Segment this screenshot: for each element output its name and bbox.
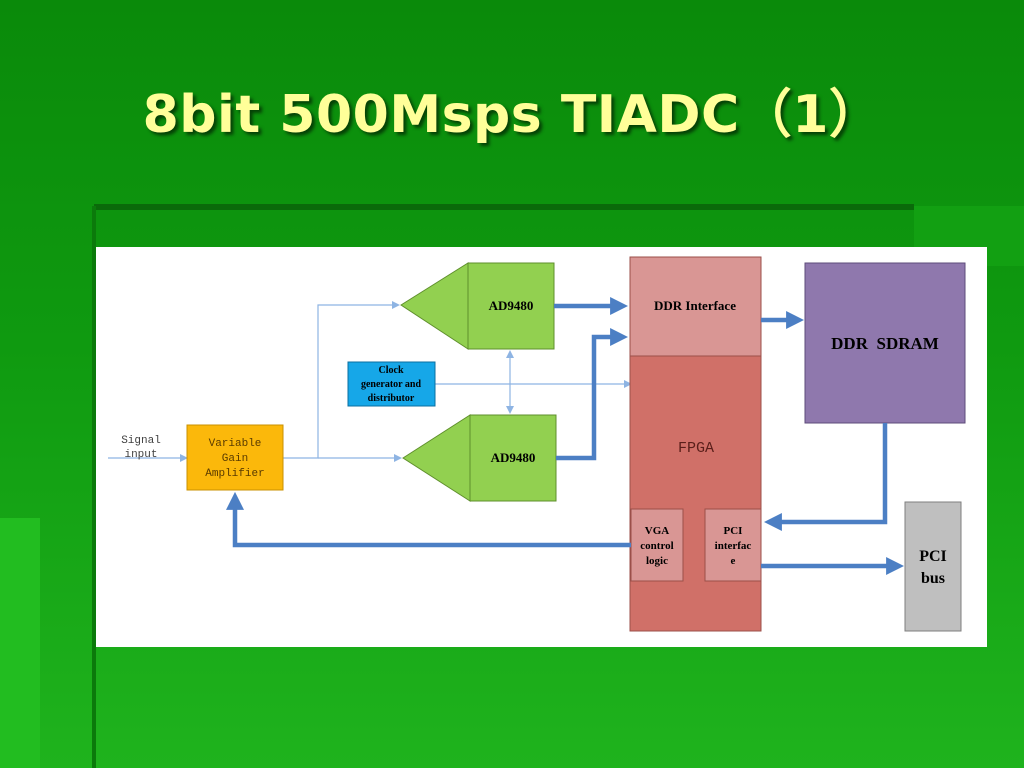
signal-input-label-1: Signal: [121, 435, 161, 447]
pci-interface-block: [704, 508, 762, 582]
clock-label-1: Clock: [379, 365, 404, 376]
vga-label-1: Variable: [209, 438, 262, 450]
sdram-to-pci-interface-arrow: [763, 423, 888, 531]
vga-logic-label-3: logic: [646, 555, 668, 567]
pci-if-label-1: PCI: [724, 525, 743, 537]
pci-bus-label-2: bus: [921, 570, 945, 587]
adc-top-block: [467, 262, 555, 350]
vga-control-logic-block: [630, 508, 684, 582]
adc-bottom-to-ddr-interface-arrow: [556, 328, 629, 461]
background-band-left: [92, 206, 96, 768]
ddr-sdram-block: [804, 262, 966, 424]
adc-bottom-block: [469, 414, 557, 502]
vga-logic-to-amplifier-arrow: [226, 491, 631, 548]
pci-bus-block: [904, 501, 962, 632]
pci-if-label-3: e: [731, 555, 736, 567]
fpga-label: FPGA: [678, 440, 714, 457]
vga-to-adc-top-line: [283, 301, 400, 459]
vga-logic-label-1: VGA: [645, 525, 670, 537]
clock-label-3: distributor: [368, 393, 415, 404]
ddr-interface-block: [629, 256, 762, 357]
background-band-dark: [94, 204, 914, 210]
vga-logic-label-2: control: [640, 540, 673, 552]
pci-bus-label-1: PCI: [919, 548, 947, 565]
vga-label-2: Gain: [222, 453, 248, 465]
background-band-lower: [0, 518, 40, 768]
ddr-interface-label: DDR Interface: [654, 298, 736, 313]
variable-gain-amplifier-block: [186, 424, 284, 491]
clock-generator-block: [347, 361, 436, 407]
vga-label-3: Amplifier: [205, 468, 264, 480]
pci-if-label-2: interfac: [715, 540, 752, 552]
slide-title: 8bit 500Msps TIADC（1）: [142, 85, 882, 145]
adc-top-label: AD9480: [489, 298, 534, 313]
signal-input-label-2: input: [124, 449, 157, 461]
ddr-sdram-label: DDR SDRAM: [831, 334, 939, 353]
adc-bottom-label: AD9480: [491, 450, 536, 465]
fpga-block: [629, 355, 762, 632]
clock-label-2: generator and: [361, 379, 422, 390]
